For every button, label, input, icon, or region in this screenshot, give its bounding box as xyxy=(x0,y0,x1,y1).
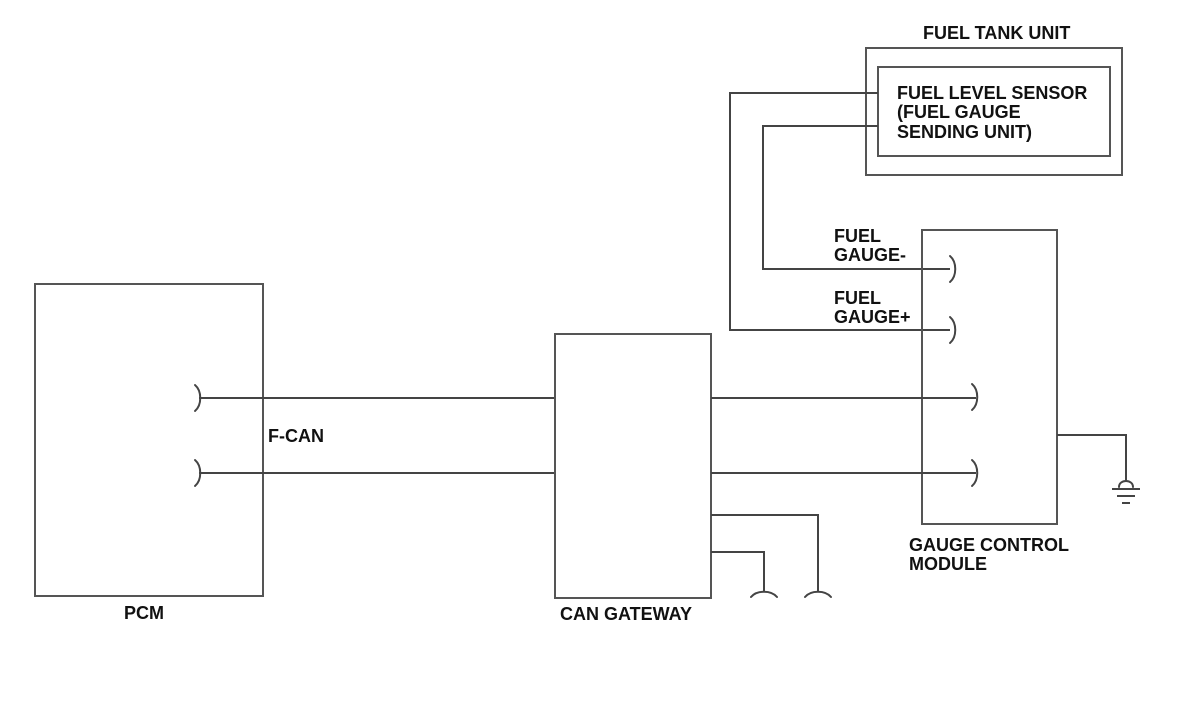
ground-wire xyxy=(1057,434,1127,481)
fuel-gauge-plus-connector xyxy=(949,316,957,344)
fuel-gauge-plus-wire xyxy=(729,92,950,331)
can-gateway-label: CAN GATEWAY xyxy=(560,604,692,624)
gateway-output-wire-1 xyxy=(711,514,819,591)
pcm: PCM xyxy=(34,283,264,623)
gateway-output-connector-2 xyxy=(804,590,832,598)
gauge-control-module-box xyxy=(921,229,1058,525)
fuel-gauge-minus-label-line1: FUEL xyxy=(834,226,881,246)
fuel-tank-unit: FUEL TANK UNIT FUEL LEVEL SENSOR (FUEL G… xyxy=(865,23,1123,176)
pcm-label: PCM xyxy=(124,603,164,623)
gauge-control-module-label-line1: GAUGE CONTROL xyxy=(909,535,1069,555)
fuel-tank-unit-label: FUEL TANK UNIT xyxy=(923,23,1070,43)
can-gateway: CAN GATEWAY xyxy=(554,333,712,624)
can-gateway-box xyxy=(554,333,712,599)
gauge-control-module-label-line2: MODULE xyxy=(909,554,987,574)
fuel-gauge-plus-label-line2: GAUGE+ xyxy=(834,307,911,327)
ground-symbol xyxy=(1057,434,1140,504)
fuel-gauge-minus-connector xyxy=(949,255,957,283)
f-can-label: F-CAN xyxy=(268,426,324,446)
fuel-level-sensor-label-line2: (FUEL GAUGE xyxy=(897,102,1021,122)
fuel-gauge-plus-label-line1: FUEL xyxy=(834,288,881,308)
fuel-gauge-minus-label-line2: GAUGE- xyxy=(834,245,906,265)
gcm-can-low-connector xyxy=(971,459,979,487)
gauge-control-module: FUEL GAUGE- FUEL GAUGE+ GAUGE CONTROL MO… xyxy=(834,226,1069,574)
fuel-gauge-minus-wire xyxy=(762,125,950,270)
gateway-output-wire-2 xyxy=(711,551,765,591)
fuel-tank-unit-outer-box xyxy=(865,47,1123,176)
gateway-output-connector-1 xyxy=(750,590,778,598)
gcm-can-high-connector xyxy=(971,383,979,411)
ground-terminal xyxy=(1118,480,1134,488)
fuel-level-sensor-label-line3: SENDING UNIT) xyxy=(897,122,1032,142)
pcm-box xyxy=(34,283,264,597)
fuel-level-sensor-box xyxy=(877,66,1111,157)
fuel-level-sensor-label-line1: FUEL LEVEL SENSOR xyxy=(897,83,1087,103)
